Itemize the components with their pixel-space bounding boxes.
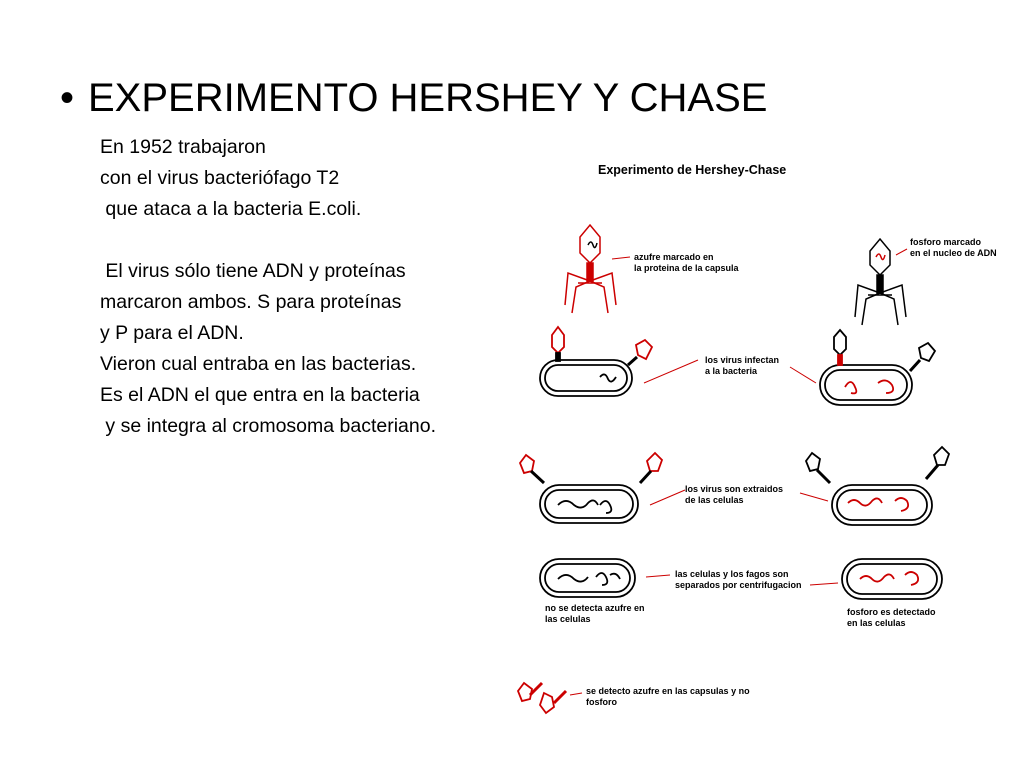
slide-title: • EXPERIMENTO HERSHEY Y CHASE — [60, 74, 767, 122]
diagram-title: Experimento de Hershey-Chase — [598, 163, 787, 177]
label-infection: los virus infectan a la bacteria — [705, 355, 780, 376]
diagram-drawing — [516, 223, 951, 715]
body-line — [100, 225, 436, 256]
body-line: y se integra al cromosoma bacteriano. — [100, 415, 436, 437]
label-extraction: los virus son extraidos de las celulas — [685, 484, 784, 505]
label-sulfur-marked: azufre marcado en la proteina de la caps… — [634, 252, 739, 273]
pointer-line — [569, 692, 583, 696]
pointer-line — [649, 489, 686, 506]
sulfur-labeled-phage — [564, 223, 617, 314]
hershey-chase-diagram: Experimento de Hershey-Chase azufre marc… — [510, 155, 1010, 735]
body-line: marcaron ambos. S para proteínas — [100, 291, 402, 313]
label-capsule-result: se detecto azufre en las capsulas y no f… — [586, 686, 750, 707]
body-line: y P para el ADN. — [100, 322, 244, 344]
pointer-line — [789, 366, 817, 384]
label-separation: las celulas y los fagos son separados po… — [675, 569, 802, 590]
pointer-line — [799, 492, 829, 502]
pointer-line — [809, 582, 839, 586]
label-phosphorus-marked: fosforo marcado en el nucleo de ADN — [910, 237, 997, 258]
separated-cell-left — [539, 558, 636, 598]
body-line: con el virus bacteriófago T2 — [100, 167, 340, 189]
label-no-sulfur: no se detecta azufre en las celulas — [545, 603, 645, 624]
extraction-right — [804, 445, 951, 526]
infection-left — [539, 325, 654, 397]
body-line: En 1952 trabajaron — [100, 136, 266, 158]
pointer-line — [611, 256, 631, 260]
label-phosphorus-detected: fosforo es detectado en las celulas — [847, 607, 936, 628]
body-line: Es el ADN el que entra en la bacteria — [100, 384, 420, 406]
pointer-line — [643, 359, 699, 384]
separated-cell-right — [841, 558, 943, 600]
body-line: que ataca a la bacteria E.coli. — [100, 198, 362, 220]
title-text: EXPERIMENTO HERSHEY Y CHASE — [88, 76, 768, 120]
phosphorus-labeled-phage — [854, 237, 907, 326]
title-bullet: • — [60, 76, 75, 120]
pointer-line — [645, 574, 671, 578]
body-line: Vieron cual entraba en las bacterias. — [100, 353, 417, 375]
empty-capsules — [516, 681, 568, 715]
body-line: El virus sólo tiene ADN y proteínas — [100, 260, 406, 282]
pointer-line — [895, 248, 908, 256]
extraction-left — [518, 451, 664, 524]
infection-right — [819, 328, 937, 406]
body-text: En 1952 trabajaron con el virus bacterió… — [100, 132, 436, 442]
